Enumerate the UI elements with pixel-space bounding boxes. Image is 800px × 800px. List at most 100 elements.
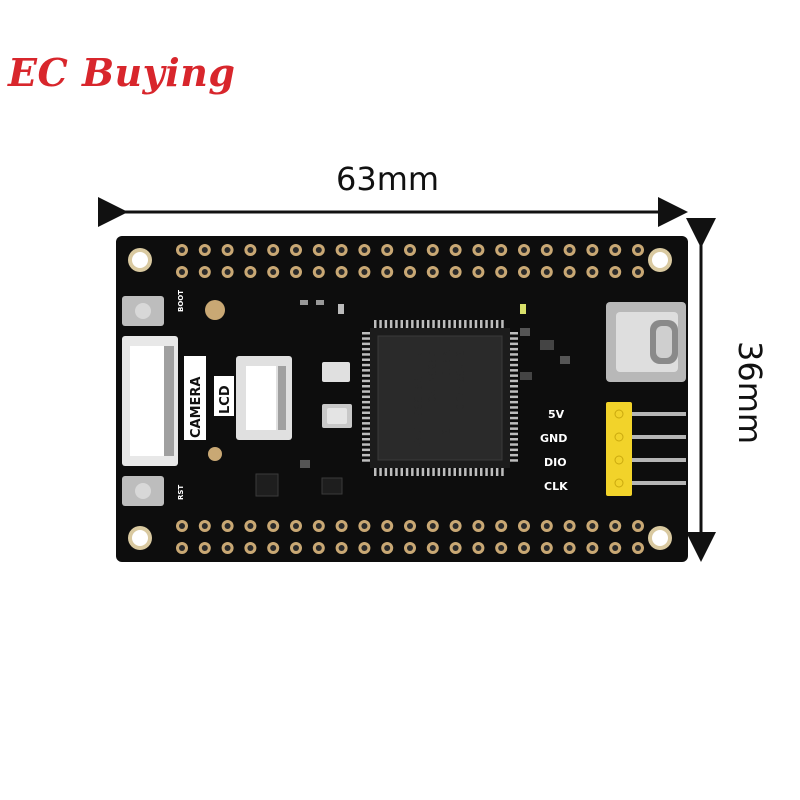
pin-hole-center xyxy=(475,269,482,275)
chip-pin xyxy=(362,448,370,452)
chip-pin xyxy=(421,320,425,328)
chip-pin xyxy=(490,468,494,476)
chip-pin xyxy=(374,320,377,328)
chip-pin xyxy=(510,379,518,383)
lcd-label: LCD xyxy=(218,385,233,414)
chip-pin xyxy=(362,363,370,367)
pin-hole-center xyxy=(224,523,231,529)
chip-pin xyxy=(469,468,472,476)
pin-hole-center xyxy=(407,545,413,551)
chip-pin xyxy=(400,320,403,328)
smd-components xyxy=(255,300,570,497)
pin-label-clk: CLK xyxy=(544,480,568,493)
chip-pin xyxy=(362,411,370,414)
pin-hole-center xyxy=(543,545,550,551)
pin-hole-center xyxy=(498,545,505,551)
header-pin-base xyxy=(614,455,624,465)
header-pin xyxy=(632,481,686,485)
chip-pin xyxy=(510,353,518,356)
chip-pin xyxy=(442,320,446,328)
pin-hole-center xyxy=(293,523,299,529)
chip-pin xyxy=(362,342,370,346)
chip-pin xyxy=(510,390,518,393)
chip-pin xyxy=(405,320,409,328)
chip-pin xyxy=(453,320,456,328)
boot-label: BOOT xyxy=(177,290,185,312)
chip-pin xyxy=(362,379,370,383)
usb-c-connector-icon xyxy=(606,302,686,382)
pin-hole-center xyxy=(429,269,436,275)
pin-hole-center xyxy=(566,523,573,529)
pin-hole-center xyxy=(521,247,527,253)
chip-pin xyxy=(453,468,456,476)
pin-hole-center xyxy=(384,269,391,275)
chip-pin xyxy=(510,369,518,372)
chip-pin xyxy=(510,385,518,388)
pin-hole-center xyxy=(338,523,345,529)
header-pin-holes xyxy=(176,244,644,554)
pin-header-labels: 5V GND DIO CLK xyxy=(540,408,568,493)
chip-pin xyxy=(510,443,518,446)
chip-pin xyxy=(400,468,403,476)
chip-pin xyxy=(510,374,518,377)
pin-hole-center xyxy=(270,247,277,253)
rst-button xyxy=(122,476,164,506)
chip-pin xyxy=(432,468,435,476)
chip-line-4: PHL 7B 336 xyxy=(411,350,424,416)
pin-hole-center xyxy=(270,523,277,529)
pin-hole-center xyxy=(635,247,641,253)
header-pin xyxy=(632,435,686,439)
chip-pin xyxy=(362,385,370,388)
chip-pin xyxy=(362,369,370,372)
chip-pin xyxy=(437,468,441,476)
chip-pin xyxy=(437,320,441,328)
pin-hole-center xyxy=(589,247,596,253)
chip-pin xyxy=(362,400,370,404)
pin-hole-center xyxy=(247,545,254,551)
crystal-oscillator-icon xyxy=(322,404,352,428)
chip-pin xyxy=(510,395,518,399)
pin-hole-center xyxy=(247,247,254,253)
chip-pin xyxy=(421,468,425,476)
chip-pin xyxy=(395,468,398,476)
chip-pin xyxy=(464,468,467,476)
pin-hole-center xyxy=(179,269,185,275)
pin-hole-center xyxy=(384,247,391,253)
camera-connector xyxy=(122,336,178,466)
pin-hole-center xyxy=(315,545,322,551)
pin-hole-center xyxy=(521,523,527,529)
chip-pin xyxy=(480,320,483,328)
header-pin xyxy=(632,412,686,416)
mcu-chip: STM32H750 VBT6 7B33N V0 PHL 7B 336 ST AR… xyxy=(362,320,518,476)
chip-pin xyxy=(495,468,499,476)
pin-hole-center xyxy=(293,247,299,253)
chip-pin xyxy=(510,411,518,414)
pin-hole-center xyxy=(521,269,527,275)
pin-label-gnd: GND xyxy=(540,432,567,445)
chip-pin xyxy=(362,374,370,377)
chip-pin xyxy=(395,320,398,328)
pin-hole-center xyxy=(543,247,550,253)
chip-pin xyxy=(384,468,388,476)
chip-pin xyxy=(510,448,518,452)
chip-pin xyxy=(362,332,370,335)
chip-pin xyxy=(448,320,451,328)
chip-pin xyxy=(485,320,488,328)
header-pin-base xyxy=(614,432,624,442)
pin-hole-center xyxy=(361,247,368,253)
pin-hole-center xyxy=(566,269,573,275)
chip-pin xyxy=(384,320,388,328)
chip-pin xyxy=(510,459,518,462)
chip-pin xyxy=(510,406,518,409)
chip-pin xyxy=(374,468,377,476)
chip-pin xyxy=(510,416,518,420)
pin-hole-center xyxy=(384,545,391,551)
chip-pin xyxy=(362,443,370,446)
chip-pin xyxy=(442,468,446,476)
chip-pin xyxy=(411,320,414,328)
pin-hole-center xyxy=(201,523,208,529)
chip-pin xyxy=(448,468,451,476)
chip-pin xyxy=(510,347,518,351)
pin-hole-center xyxy=(566,247,573,253)
